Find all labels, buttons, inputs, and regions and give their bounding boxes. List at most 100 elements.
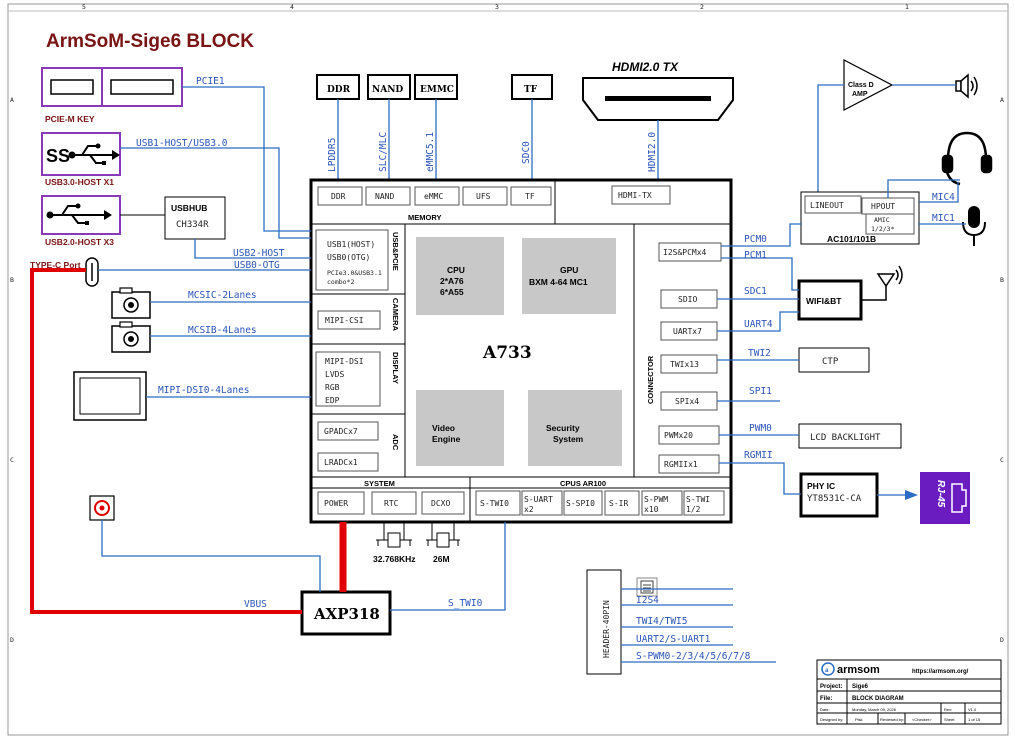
ethernet-arrow	[905, 490, 918, 500]
mipi-csi-block	[317, 310, 381, 330]
mem-ufs: UFS	[476, 192, 491, 201]
security-system-block	[528, 390, 622, 466]
phy-part: YT8531C-CA	[807, 494, 862, 504]
system-title: SYSTEM	[364, 479, 395, 488]
border-tick: 1	[905, 3, 909, 11]
usb2-host-connector	[41, 195, 121, 235]
display-panel-icon	[73, 371, 147, 421]
usb0-otg: USB0(OTG)	[327, 253, 370, 262]
tb-designed-key: Designed by:	[820, 717, 843, 722]
conn-twi: TWIx13	[670, 360, 699, 369]
signal-usb2-host: USB2-HOST	[233, 248, 285, 259]
rj45-icon: RJ-45	[920, 472, 970, 524]
video-engine-line2: Engine	[432, 434, 461, 444]
border-tick: B	[1000, 276, 1004, 284]
pmic-label: AXP318	[313, 605, 380, 623]
cpus-spwm: S-PWM	[644, 495, 668, 504]
usb-icon	[46, 203, 112, 225]
amp-line1: Class D	[848, 82, 874, 89]
conn-uart: UARTx7	[673, 327, 702, 336]
conn-pwm: PWMx20	[664, 431, 693, 440]
gpadc-block	[317, 421, 379, 441]
crystal-26m-label: 26M	[433, 554, 450, 564]
signal-mic1: MIC1	[932, 213, 955, 224]
cpus-sir: S-IR	[609, 499, 628, 508]
signal-vbus: VBUS	[244, 599, 267, 610]
connector-title: CONNECTOR	[646, 355, 655, 404]
signal-lpddr5: LPDDR5	[327, 138, 338, 172]
mipi-csi-label: MIPI-CSI	[325, 316, 364, 325]
adc-title: ADC	[391, 434, 400, 451]
camera-icon	[111, 287, 151, 319]
usb3-host-connector: SS	[41, 132, 121, 176]
tb-project-key: Project:	[820, 684, 842, 690]
tb-sheet-key: Sheet	[944, 717, 955, 722]
gpu-block	[522, 238, 616, 314]
border-tick: D	[10, 636, 14, 644]
signal-pcie1: PCIE1	[196, 76, 225, 87]
conn-sdio: SDIO	[678, 295, 697, 304]
conn-i2s: I2S&PCMx4	[663, 248, 707, 257]
display-title: DISPLAY	[391, 352, 400, 384]
microphone-icon	[962, 206, 986, 246]
header-signal-i2s4: I2S4	[636, 595, 659, 606]
signal-slc-mlc: SLC/MLC	[378, 132, 389, 172]
sys-power-label: POWER	[324, 499, 348, 508]
nand-chip	[367, 74, 411, 100]
hdmi-tx-label: HDMI2.0 TX	[612, 60, 679, 74]
cpus-sspi: S-SPI0	[566, 499, 595, 508]
signal-s-twi0: S_TWI0	[448, 598, 483, 609]
border-tick: 4	[290, 3, 294, 11]
usb1-host: USB1(HOST)	[327, 240, 375, 249]
signal-mic4: MIC4	[932, 192, 955, 203]
display-mipi-dsi: MIPI-DSI	[325, 357, 364, 366]
signal-twi2: TWI2	[748, 348, 771, 359]
display-edp: EDP	[325, 396, 340, 405]
sys-dcxo-label: DCXO	[431, 499, 450, 508]
hdmi-tx-block-label: HDMI-TX	[618, 191, 652, 200]
usb-icon	[68, 143, 120, 165]
signal-spi1: SPI1	[749, 386, 772, 397]
cpus-stwi: S-TWI	[686, 495, 710, 504]
header-signal-twi: TWI4/TWI5	[636, 616, 687, 627]
camera-icon	[111, 321, 151, 353]
cpus-title: CPUS AR100	[560, 479, 606, 488]
camera-title: CAMERA	[391, 298, 400, 331]
pcie-mkey-connector	[41, 67, 183, 107]
codec-lineout: LINEOUT	[810, 201, 844, 210]
nand-label: NAND	[372, 85, 403, 95]
border-tick: D	[1000, 636, 1004, 644]
usbhub-box	[164, 196, 226, 240]
tb-date-key: Date:	[820, 707, 830, 712]
sheet-border	[7, 3, 1009, 736]
superspeed-glyph: SS	[46, 146, 70, 166]
codec-amic: AMIC	[874, 216, 890, 224]
usb2-host-label: USB2.0-HOST X3	[45, 237, 114, 247]
memory-title: MEMORY	[408, 213, 441, 222]
usbhub-part: CH334R	[176, 220, 209, 230]
mem-tf: TF	[525, 192, 535, 201]
border-tick: C	[1000, 456, 1004, 464]
lradc-block	[317, 452, 379, 472]
signal-mipi-dsi0: MIPI-DSI0-4Lanes	[158, 385, 250, 396]
rj45-label: RJ-45	[935, 480, 946, 508]
cpus-spwm-count: x10	[644, 505, 659, 514]
border-tick: A	[1000, 96, 1004, 104]
signal-usb1-host: USB1-HOST/USB3.0	[136, 138, 228, 149]
gpadc-label: GPADCx7	[324, 427, 358, 436]
crystal-26m-icon	[426, 522, 460, 548]
hdmi-tx-block	[611, 185, 671, 205]
ctp-box	[798, 347, 870, 373]
video-engine-block	[416, 390, 504, 466]
display-block	[315, 351, 381, 407]
memory-group: DDR NAND eMMC UFS TF MEMORY	[317, 186, 552, 222]
tb-rev-value: V1.0	[968, 707, 977, 712]
armsom-logo: armsom	[837, 664, 880, 676]
mem-nand: NAND	[375, 192, 394, 201]
wifi-bt-label: WIFI&BT	[806, 296, 842, 306]
header-title: HEADER-40PIN	[602, 600, 611, 658]
lcd-backlight-label: LCD BACKLIGHT	[810, 433, 881, 443]
gpu-model: BXM 4-64 MC1	[529, 277, 588, 287]
signal-mcsib: MCSIB-4Lanes	[188, 325, 257, 336]
